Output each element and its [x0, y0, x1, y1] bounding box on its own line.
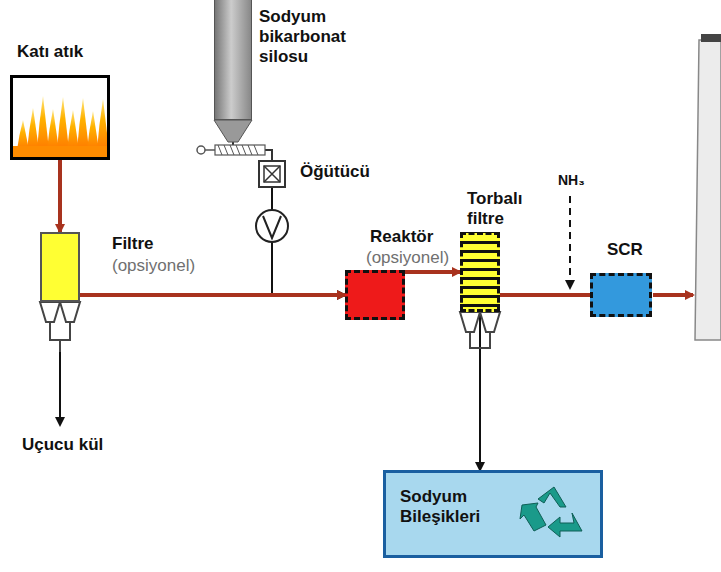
product-box: Sodyum Bileşikleri [383, 470, 603, 558]
screw-conveyor [197, 145, 265, 155]
reagent-label: NH₃ [558, 170, 585, 190]
node-note: (opsiyonel) [112, 256, 195, 276]
node-label: Torbalı filtre [467, 189, 547, 229]
bag-filter-hopper [460, 312, 500, 348]
stack-duct [653, 293, 693, 297]
node-label: Sodyum bikarbonat silosu [259, 7, 371, 67]
flue-gas-duct [58, 160, 62, 232]
silo-body: Sodyum bikarbonat silosu [214, 0, 252, 120]
node-label: Filtre [112, 234, 154, 254]
node-label: Katı atık [17, 42, 83, 62]
filter-box: Filtre(opsiyonel) [40, 232, 80, 302]
node-label: Reaktör [370, 227, 433, 247]
chimney [695, 34, 721, 340]
ammonia-injection [569, 196, 571, 288]
bag-filter-box: Torbalı filtre [460, 232, 500, 312]
grinder-box: Öğütücü [258, 160, 286, 188]
flue-gas-duct [80, 293, 345, 297]
flow-line [272, 188, 345, 295]
node-note: (opsiyonel) [366, 248, 449, 268]
blower-symbol [256, 210, 288, 242]
flue-gas-duct [500, 293, 590, 297]
output-label: Uçucu kül [22, 435, 103, 455]
flue-gas-duct [405, 270, 460, 274]
grinder-symbol [260, 162, 284, 186]
node-label: SCR [607, 240, 643, 260]
flame-picture [13, 78, 107, 157]
silo-cone [214, 120, 252, 142]
flow-line [479, 312, 481, 470]
ash-outlet-arrow [59, 352, 61, 425]
scr-box: SCR [590, 273, 652, 317]
node-label: Öğütücü [300, 162, 370, 182]
reactor-box: Reaktör(opsiyonel) [345, 270, 405, 320]
furnace-box: Katı atık [10, 75, 110, 160]
filter-hopper [40, 302, 80, 352]
node-label: Sodyum Bileşikleri [400, 487, 510, 527]
